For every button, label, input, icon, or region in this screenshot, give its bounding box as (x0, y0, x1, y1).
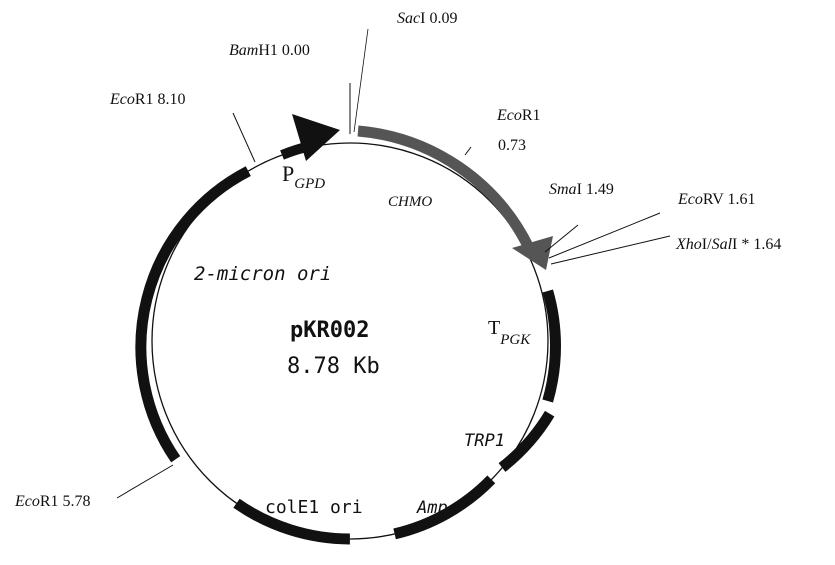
segment-2micron (135, 166, 251, 463)
plasmid-backbone (151, 142, 549, 540)
ecor1-bottom-site-line (116, 464, 174, 499)
ecor1-bottom-label: EcoR1 5.78 (14, 493, 91, 510)
ecorv-site-line (548, 212, 661, 259)
pgpd-label: PGPD (282, 161, 325, 192)
chmo-arrow-shaft (357, 125, 534, 251)
bamh1-label: BamH1 0.00 (229, 42, 310, 59)
segment-trp1 (498, 410, 555, 472)
smai-label: SmaI 1.49 (549, 181, 614, 198)
ecor1-top-position: 0.73 (498, 137, 526, 154)
plasmid-name: pKR002 (290, 318, 369, 343)
pgpd-arrow-head (292, 114, 340, 161)
saci-site-line (353, 28, 369, 133)
ecorv-label: EcoRV 1.61 (677, 191, 756, 208)
segment-lower-left (233, 498, 350, 545)
cole1-label: colE1 ori (265, 497, 363, 518)
ecor1-left-label: EcoR1 8.10 (109, 91, 186, 108)
tpgk-label: TPGK (488, 317, 531, 348)
plasmid-size: 8.78 Kb (287, 354, 380, 379)
amp-label: Amp (416, 498, 448, 518)
chmo-label: CHMO (388, 194, 432, 210)
chmo-arrow-head (512, 236, 553, 270)
xhoisali-label: XhoI/SalI * 1.64 (675, 236, 781, 253)
xhoisali-site-line (550, 235, 671, 265)
ecor1-left-site-line (232, 112, 256, 163)
micron-ori-label: 2-micron ori (194, 263, 331, 285)
segment-amp (393, 475, 496, 540)
segment-tpgk (542, 289, 561, 403)
trp1-label: TRP1 (464, 431, 505, 451)
smai-site-line (544, 224, 579, 253)
ecor1-top-site-line (464, 146, 472, 156)
ecor1-top-label: EcoR1 (496, 107, 541, 124)
saci-label: SacI 0.09 (397, 10, 457, 27)
